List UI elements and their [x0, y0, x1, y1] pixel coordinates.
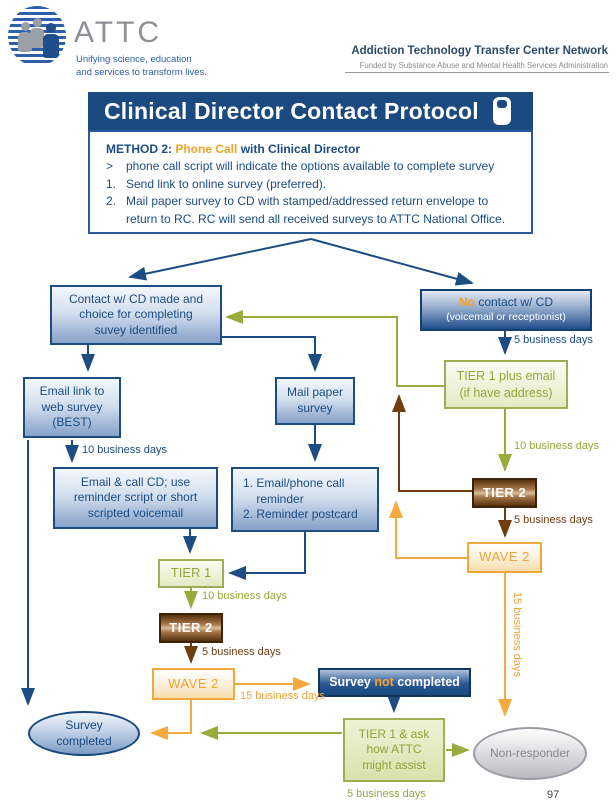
edge-label-5-business-days-green-bottom: 5 business days — [347, 788, 426, 800]
method-item-text: phone call script will indicate the opti… — [126, 159, 495, 174]
edge-label-15-business-days-orange-left: 15 business days — [240, 690, 325, 702]
survey-not-prefix: Survey — [329, 675, 375, 690]
no-contact-rest: contact w/ CD — [474, 294, 554, 309]
method-box: METHOD 2: Phone Call with Clinical Direc… — [88, 130, 533, 234]
phone-icon — [493, 97, 511, 125]
phone-screen-notch — [497, 100, 507, 108]
node-no-contact: No contact w/ CD (voicemail or reception… — [420, 289, 592, 331]
header-divider — [345, 72, 609, 73]
node-mail-paper: Mail paper survey — [275, 377, 355, 425]
method-item: > phone call script will indicate the op… — [106, 158, 519, 175]
node-wave2-left: WAVE 2 — [152, 668, 235, 700]
no-highlight: No — [458, 294, 475, 309]
method-heading: METHOD 2: Phone Call with Clinical Direc… — [106, 141, 519, 158]
node-contact-made: Contact w/ CD made and choice for comple… — [50, 285, 222, 345]
edge-label-5-business-days-brown-left: 5 business days — [202, 646, 281, 658]
title-bar: Clinical Director Contact Protocol — [88, 92, 533, 130]
node-survey-not-completed: Survey not completed — [318, 668, 471, 697]
edge-label-5-business-days-navy: 5 business days — [514, 334, 593, 346]
method-item-marker: > — [106, 159, 114, 174]
attc-tagline: Unifying science, education and services… — [76, 54, 207, 78]
edge-label-10-business-days-green-left: 10 business days — [202, 590, 287, 602]
attc-wordmark: ATTC — [74, 16, 163, 49]
edge-label-15-business-days-vertical: 15 business days — [511, 592, 523, 677]
node-no-contact-sub: (voicemail or receptionist) — [446, 311, 566, 324]
node-tier2-left: TIER 2 — [159, 613, 223, 643]
method-item-marker: 1. — [106, 176, 117, 191]
edge-label-10-business-days-navy: 10 business days — [82, 444, 167, 456]
node-tier2-right: TIER 2 — [472, 478, 537, 508]
method-heading-prefix: METHOD 2: — [106, 142, 176, 156]
edge-label-10-business-days-green-right: 10 business days — [514, 440, 599, 452]
method-item: 2. Mail paper survey to CD with stamped/… — [106, 193, 519, 228]
node-non-responder: Non-responder — [473, 727, 587, 780]
page-title: Clinical Director Contact Protocol — [104, 97, 479, 124]
method-item-text: Mail paper survey to CD with stamped/add… — [126, 194, 506, 226]
node-tier1-ask-assist: TIER 1 & ask how ATTC might assist — [343, 718, 445, 782]
survey-not-suffix: completed — [393, 675, 460, 690]
node-tier1-plus-email: TIER 1 plus email (if have address) — [444, 360, 568, 409]
method-heading-highlight: Phone Call — [175, 142, 238, 156]
node-email-link: Email link to web survey (BEST) — [23, 377, 121, 438]
node-tier1-left: TIER 1 — [158, 559, 224, 588]
node-wave2-right: WAVE 2 — [467, 542, 542, 573]
node-email-call-reminder: Email & call CD; use reminder script or … — [53, 467, 218, 529]
page-number: 97 — [547, 789, 560, 801]
node-survey-completed: Survey completed — [28, 711, 140, 756]
edge-label-5-business-days-brown-right: 5 business days — [514, 514, 593, 526]
funded-by-text: Funded by Substance Abuse and Mental Hea… — [359, 61, 608, 70]
method-heading-suffix: with Clinical Director — [237, 142, 361, 156]
network-name: Addiction Technology Transfer Center Net… — [351, 45, 608, 57]
method-item: 1. Send link to online survey (preferred… — [106, 176, 519, 193]
node-reminder-postcard: 1. Email/phone call reminder 2. Reminder… — [231, 467, 379, 532]
method-item-text: Send link to online survey (preferred). — [126, 176, 327, 191]
node-no-contact-line1: No contact w/ CD — [459, 295, 553, 311]
method-item-marker: 2. — [106, 194, 117, 209]
attc-globe-logo-icon — [8, 6, 66, 66]
survey-not-highlight: not — [374, 675, 394, 690]
